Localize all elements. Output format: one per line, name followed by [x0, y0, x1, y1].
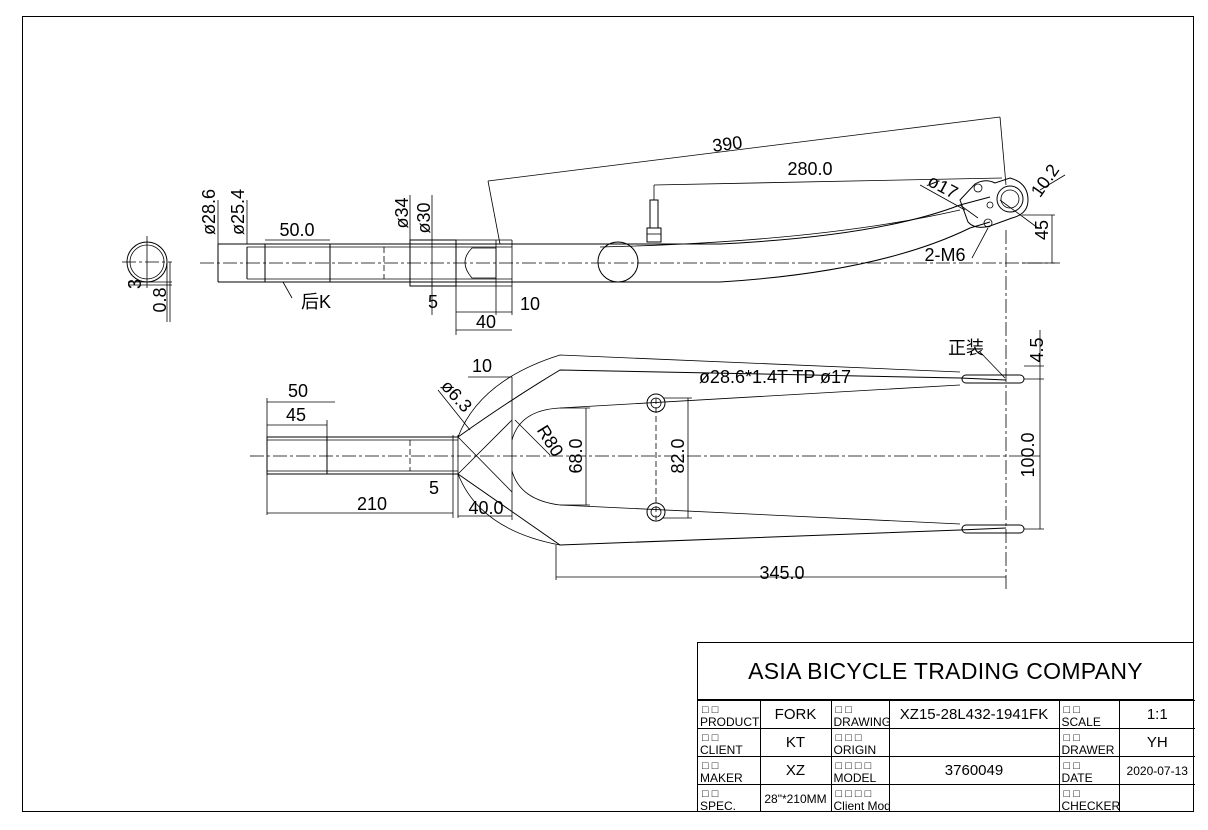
dim-40a: 40	[476, 312, 496, 332]
field-value	[1118, 784, 1195, 812]
title-block-row: □ □SPEC.28"*210MM□ □ □ □Client Mod.□ □CH…	[698, 784, 1195, 812]
field-value: 2020-07-13	[1118, 756, 1195, 785]
label-glyphs: □ □	[1063, 760, 1080, 772]
label-text: SCALE	[1061, 715, 1101, 729]
label-text: Client Mod.	[833, 799, 889, 812]
label-text: MAKER	[700, 771, 743, 785]
dim-r80: R80	[533, 422, 567, 461]
label-glyphs: □ □	[835, 704, 852, 716]
field-value: YH	[1118, 728, 1195, 757]
field-label: □ □SPEC.	[698, 784, 761, 812]
fork-front-view	[250, 354, 1040, 546]
field-label: □ □CHECKER	[1058, 784, 1120, 812]
field-label: □ □PRODUCT	[698, 700, 761, 729]
field-label: □ □DRAWING	[830, 700, 890, 729]
label-glyphs: □ □	[1063, 788, 1080, 800]
field-label: □ □MAKER	[698, 756, 761, 785]
fork-side-view	[200, 177, 1060, 287]
field-value: KT	[759, 728, 832, 757]
dim-50-0: 50.0	[279, 220, 314, 240]
label-hou-k: 后K	[301, 292, 331, 312]
front-view-dimensions	[266, 330, 1044, 580]
label-text: CLIENT	[700, 743, 743, 757]
dim-4-5: 4.5	[1027, 337, 1047, 362]
label-text: DRAWER	[1061, 743, 1115, 757]
label-text: SPEC.	[700, 799, 737, 812]
field-label: □ □ □ORIGIN	[830, 728, 890, 757]
field-value	[888, 728, 1060, 757]
dim-40-0: 40.0	[468, 498, 503, 518]
label-glyphs: □ □ □ □	[835, 760, 872, 772]
label-glyphs: □ □	[1063, 704, 1080, 716]
field-value: 1:1	[1118, 700, 1195, 729]
label-glyphs: □ □	[702, 732, 719, 744]
dim-dia-30: ø30	[414, 202, 434, 233]
label-zhengzhuang: 正装	[948, 338, 984, 358]
dim-dia-25-4: ø25.4	[228, 189, 248, 235]
label-text: CHECKER	[1061, 799, 1119, 812]
dim-3: 3	[125, 279, 145, 289]
field-label: □ □DRAWER	[1058, 728, 1120, 757]
dim-0-8: 0.8	[150, 287, 170, 312]
dim-82-0: 82.0	[668, 438, 688, 473]
dim-345-0: 345.0	[759, 563, 804, 583]
dim-dia-28-6: ø28.6	[199, 189, 219, 235]
label-glyphs: □ □	[1063, 732, 1080, 744]
dim-100-0: 100.0	[1018, 432, 1038, 477]
top-view-dimensions	[217, 116, 1066, 590]
field-value: FORK	[759, 700, 832, 729]
label-text: PRODUCT	[700, 715, 760, 729]
field-value: 3760049	[888, 756, 1060, 785]
dim-45b: 45	[286, 405, 306, 425]
dim-dia-17: ø17	[924, 171, 961, 203]
field-value: XZ	[759, 756, 832, 785]
field-label: □ □ □ □Client Mod.	[830, 784, 890, 812]
dim-210: 210	[357, 494, 387, 514]
tube-cross-section	[122, 236, 172, 322]
dim-45-vertical: 45	[1032, 220, 1052, 240]
dim-5b: 5	[429, 478, 439, 498]
dim-50b: 50	[288, 381, 308, 401]
label-blade-spec: ø28.6*1.4T TP ø17	[699, 367, 851, 387]
label-text: ORIGIN	[833, 743, 877, 757]
dim-390: 390	[711, 132, 743, 156]
label-glyphs: □ □	[702, 788, 719, 800]
dim-5a: 5	[428, 292, 438, 312]
label-text: MODEL	[833, 771, 877, 785]
dim-dia-34: ø34	[392, 197, 412, 228]
field-value: 28"*210MM	[759, 784, 832, 812]
label-glyphs: □ □	[702, 704, 719, 716]
dim-10-2: 10.2	[1027, 160, 1063, 200]
dim-280-0: 280.0	[787, 159, 832, 179]
dim-2-m6: 2-M6	[924, 245, 965, 265]
dim-10b: 10	[472, 356, 492, 376]
label-text: DRAWING	[833, 715, 889, 729]
field-value	[888, 784, 1060, 812]
company-name: ASIA BICYCLE TRADING COMPANY	[698, 643, 1193, 700]
field-label: □ □DATE	[1058, 756, 1120, 785]
drawing-frame	[22, 16, 1194, 812]
field-value: XZ15-28L432-1941FK	[888, 700, 1060, 729]
label-text: DATE	[1061, 771, 1093, 785]
label-glyphs: □ □ □ □	[835, 788, 872, 800]
dim-10a: 10	[520, 294, 540, 314]
label-glyphs: □ □ □	[835, 732, 862, 744]
field-label: □ □CLIENT	[698, 728, 761, 757]
label-glyphs: □ □	[702, 760, 719, 772]
field-label: □ □SCALE	[1058, 700, 1120, 729]
field-label: □ □ □ □MODEL	[830, 756, 890, 785]
dim-68-0: 68.0	[566, 438, 586, 473]
